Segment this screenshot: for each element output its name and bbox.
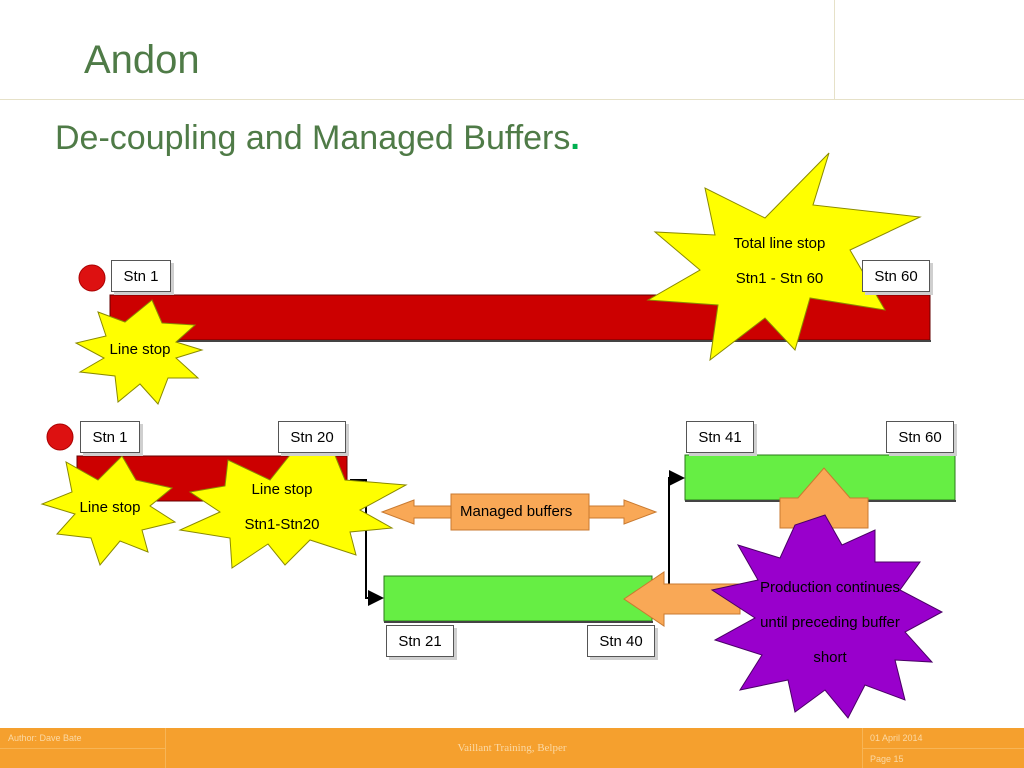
header-divider	[0, 99, 1024, 100]
label-seg3-stn60: Stn 60	[886, 421, 954, 453]
seg2-bar	[383, 575, 653, 622]
footer-page: Page 15	[870, 754, 904, 764]
production-continues-burst	[710, 514, 944, 719]
seg1-range-stop-burst	[178, 442, 408, 569]
label-seg3-stn41: Stn 41	[686, 421, 754, 453]
footer-divider-left	[165, 728, 166, 768]
total-stop-burst	[646, 152, 922, 362]
label-seg1-stn20: Stn 20	[278, 421, 346, 453]
label-seg2-stn40: Stn 40	[587, 625, 655, 657]
label-seg2-stn21: Stn 21	[386, 625, 454, 657]
footer-divider-mid-right	[862, 748, 1024, 749]
continues-line1: Production continues	[759, 579, 901, 596]
footer-date: 01 April 2014	[870, 733, 923, 743]
label-seg1-stn1: Stn 1	[80, 421, 140, 453]
slide-subtitle: De-coupling and Managed Buffers.	[55, 117, 580, 159]
managed-buffers-label: Managed buffers	[460, 503, 573, 520]
range-stop-line2: Stn1-Stn20	[244, 516, 320, 533]
managed-buffers-box	[450, 493, 590, 531]
subtitle-text: De-coupling and Managed Buffers	[55, 119, 571, 157]
seg1-line-stop-text: Line stop	[79, 499, 141, 516]
connector-seg1-seg2	[350, 479, 384, 606]
label-top-stn60: Stn 60	[862, 260, 930, 292]
up-buffer-arrow	[779, 467, 869, 529]
seg1-range-stop-text: Line stop Stn1-Stn20	[232, 472, 332, 542]
label-top-stn1: Stn 1	[111, 260, 171, 292]
header-vertical-divider	[834, 0, 835, 99]
total-stop-line2: Stn1 - Stn 60	[735, 270, 824, 287]
seg1-line-stop-burst	[40, 455, 177, 567]
slide-title: Andon	[84, 38, 200, 82]
footer-bar	[0, 728, 1024, 768]
top-line-stop-burst	[74, 299, 204, 405]
total-stop-text: Total line stop Stn1 - Stn 60	[712, 226, 847, 296]
footer-divider-mid	[0, 748, 165, 749]
continues-line2: until preceding buffer	[760, 614, 900, 631]
bottom-andon-light	[46, 423, 74, 451]
footer-author: Author: Dave Bate	[8, 733, 82, 743]
top-line-stop-text: Line stop	[109, 341, 171, 358]
subtitle-period: .	[570, 119, 580, 157]
top-andon-light	[78, 264, 106, 292]
production-continues-text: Production continues until preceding buf…	[745, 570, 915, 675]
continues-line3: short	[813, 649, 847, 666]
range-stop-line1: Line stop	[251, 481, 313, 498]
footer-center-text: Vaillant Training, Belper	[457, 742, 567, 754]
total-stop-line1: Total line stop	[733, 235, 826, 252]
